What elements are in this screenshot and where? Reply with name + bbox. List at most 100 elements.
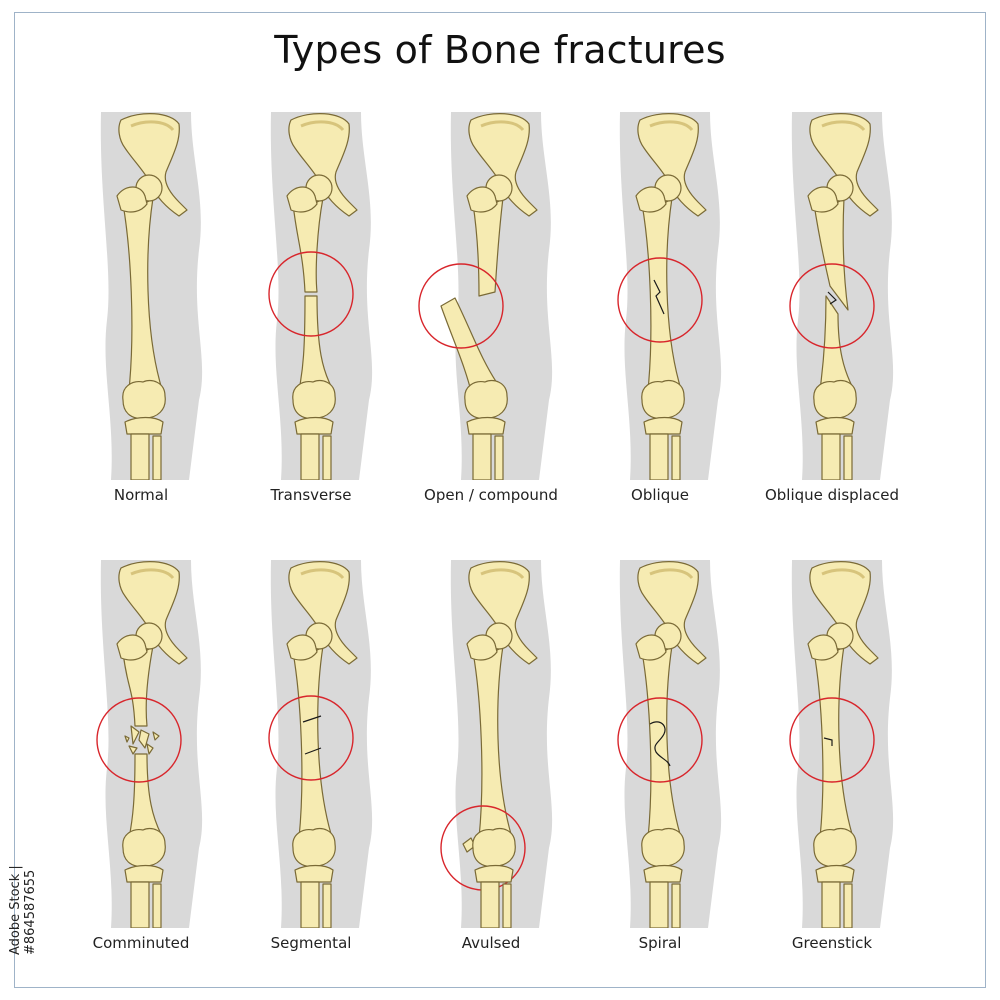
panel-avulsed: Avulsed	[391, 548, 591, 978]
greater-trochanter	[116, 634, 148, 661]
femur-condyles	[641, 827, 685, 867]
tibia-shaft	[480, 881, 500, 928]
femur-illustration-open	[418, 112, 553, 480]
tibia-plateau	[124, 416, 164, 435]
femur-group	[789, 560, 894, 928]
pelvis-bone	[809, 113, 879, 217]
tibia-plateau	[124, 864, 164, 883]
femur-group	[789, 112, 894, 480]
pelvis-shade	[480, 568, 525, 580]
femur-group	[440, 560, 553, 928]
femur-condyles	[122, 379, 166, 419]
panel-transverse: Transverse	[211, 100, 411, 530]
bone-fragment	[130, 725, 140, 745]
tibia-plateau	[815, 864, 855, 883]
panel-normal: Normal	[41, 100, 241, 530]
fracture-highlight-circle	[789, 697, 875, 783]
fracture-label: Greenstick	[791, 934, 873, 952]
fibula-shaft	[494, 435, 504, 480]
panel-oblique-displaced: Oblique displaced	[732, 100, 932, 530]
greater-trochanter	[807, 186, 839, 213]
fibula-shaft	[843, 883, 853, 928]
femur-group	[617, 112, 722, 480]
femur-condyles	[813, 827, 857, 867]
fracture-label: Spiral	[638, 934, 682, 952]
femur-illustration-oblique	[617, 112, 722, 480]
greater-trochanter	[286, 634, 318, 661]
fracture-line	[649, 721, 671, 767]
fibula-shaft	[152, 435, 162, 480]
femur-shaft	[292, 645, 332, 839]
fracture-highlight-circle	[617, 697, 703, 783]
fracture-highlight-circle	[418, 263, 504, 349]
femur-illustration-avulsed	[440, 560, 553, 928]
femur-illustration-oblique-displaced	[789, 112, 894, 480]
panel-spiral: Spiral	[560, 548, 760, 978]
bone-fragment	[152, 731, 160, 741]
femur-shaft	[813, 645, 853, 839]
femur-group	[418, 112, 553, 480]
fibula-shaft	[843, 435, 853, 480]
femur-group	[268, 112, 373, 480]
fracture-label: Transverse	[270, 486, 352, 504]
tibia-plateau	[294, 864, 334, 883]
bone-fragment	[128, 745, 138, 755]
bone-fragment	[138, 729, 150, 749]
tibia-plateau	[294, 416, 334, 435]
fracture-label: Avulsed	[461, 934, 521, 952]
panel-open-compound: Open / compound	[391, 100, 591, 530]
greater-trochanter	[807, 634, 839, 661]
fibula-shaft	[671, 435, 681, 480]
fracture-highlight-circle	[268, 695, 354, 781]
pelvis-bone	[118, 113, 188, 217]
fracture-line	[304, 747, 322, 755]
page-frame	[14, 12, 986, 988]
panel-segmental: Segmental	[211, 548, 411, 978]
tibia-shaft	[130, 881, 150, 928]
pelvis-shade	[649, 120, 694, 132]
femur-illustration-normal	[100, 112, 203, 480]
femur-condyles	[292, 379, 336, 419]
pelvis-shade	[130, 120, 175, 132]
tibia-plateau	[643, 416, 683, 435]
femur-condyles	[641, 379, 685, 419]
femur-shaft	[472, 645, 512, 839]
fracture-highlight-circle	[96, 697, 182, 783]
fibula-shaft	[322, 435, 332, 480]
panel-comminuted: Comminuted	[41, 548, 241, 978]
femur-condyles	[464, 379, 508, 419]
pelvis-bone	[288, 113, 358, 217]
pelvis-shade	[300, 568, 345, 580]
tibia-shaft	[649, 433, 669, 480]
pelvis-bone	[288, 561, 358, 665]
femur-condyles	[813, 379, 857, 419]
fibula-shaft	[322, 883, 332, 928]
tibia-shaft	[300, 433, 320, 480]
tibia-shaft	[649, 881, 669, 928]
tibia-plateau	[815, 416, 855, 435]
greater-trochanter	[466, 634, 498, 661]
tibia-plateau	[643, 864, 683, 883]
fibula-shaft	[152, 883, 162, 928]
tibia-shaft	[472, 433, 492, 480]
bone-fragment	[124, 735, 130, 743]
fracture-line	[823, 737, 833, 746]
tibia-plateau	[466, 416, 506, 435]
femur-illustration-comminuted	[96, 560, 203, 928]
femur-illustration-transverse	[268, 112, 373, 480]
fracture-highlight-circle	[789, 263, 875, 349]
tibia-shaft	[821, 433, 841, 480]
tibia-shaft	[821, 881, 841, 928]
femur-group	[96, 560, 203, 928]
fracture-label: Oblique	[631, 486, 689, 504]
panel-greenstick: Greenstick	[732, 548, 932, 978]
femur-condyles	[122, 827, 166, 867]
fracture-highlight-circle	[268, 251, 354, 337]
fibula-shaft	[671, 883, 681, 928]
greater-trochanter	[466, 186, 498, 213]
pelvis-bone	[468, 561, 538, 665]
fracture-line	[302, 715, 322, 723]
pelvis-shade	[649, 568, 694, 580]
femur-shaft	[641, 645, 681, 839]
femur-condyles	[472, 827, 516, 867]
